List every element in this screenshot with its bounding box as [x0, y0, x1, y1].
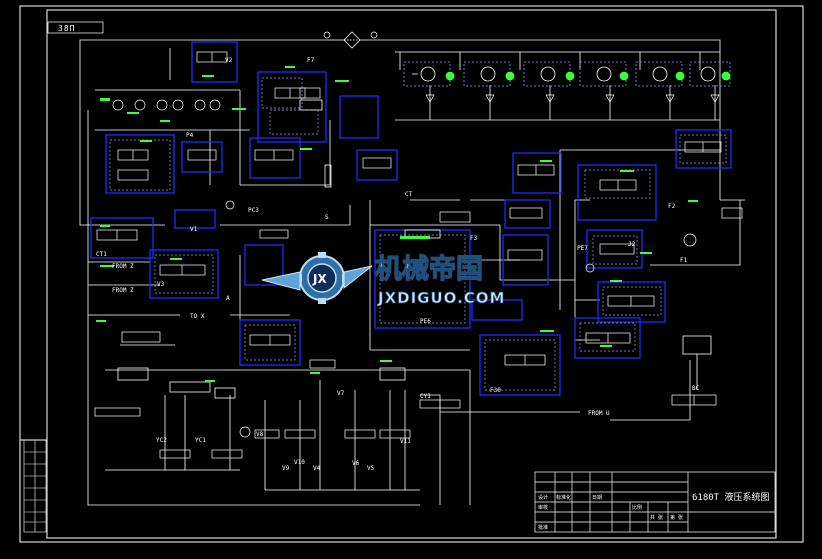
pump-group: [403, 61, 731, 103]
drawing-code: 38Π: [58, 24, 75, 33]
label-s: S: [325, 214, 329, 221]
filter-symbol: [343, 31, 361, 49]
label-a: A: [226, 295, 230, 302]
label-yc1: YC1: [195, 437, 206, 444]
pump-unit: [579, 61, 629, 87]
label-j2: J2: [628, 241, 636, 248]
label-f2: F2: [668, 203, 676, 210]
pump-unit: [463, 61, 515, 87]
label-f3: F3: [470, 235, 478, 242]
label-ct: CT: [405, 191, 413, 198]
tb-cell-designer: 设计: [538, 494, 548, 501]
title-block-text: 设计 审核 标准化 批准 日期 比例 共 张 第 张 6180T 液压系统图: [538, 491, 770, 531]
pump-unit: [689, 61, 731, 87]
margin-stamp-table: [23, 439, 47, 533]
watermark: JX 机械帝国 JXDIGUO.COM: [261, 252, 505, 307]
drawing-title: 6180T 液压系统图: [692, 491, 770, 503]
tb-cell-date: 日期: [592, 495, 602, 501]
label-from-z-1: FROM Z: [112, 263, 134, 270]
title-block: [534, 471, 776, 533]
label-v8: V8: [256, 431, 264, 438]
label-bc: BC: [692, 385, 700, 392]
label-yc2: YC2: [156, 437, 167, 444]
label-v10: V10: [294, 459, 305, 466]
diagram-labels: FROM Z FROM Z TO X FROM U PE6 PE7 PC3 P4…: [96, 57, 700, 472]
label-v3: V3: [157, 281, 165, 288]
label-ct1: CT1: [96, 251, 107, 258]
label-cy1: CY1: [420, 393, 431, 400]
tb-cell-sheet: 第 张: [670, 514, 683, 521]
tb-cell-approve: 批准: [538, 524, 548, 531]
pump-unit: [403, 61, 455, 87]
watermark-badge: JX: [312, 272, 327, 286]
tb-cell-checker: 审核: [538, 504, 548, 511]
label-v2: V2: [225, 57, 233, 64]
label-v6: V6: [352, 460, 360, 467]
component-boxes: [90, 41, 732, 396]
tb-cell-total: 共 张: [650, 514, 663, 521]
label-pe7: PE7: [577, 245, 588, 252]
main-pipelines: [79, 39, 745, 506]
watermark-en: JXDIGUO.COM: [377, 289, 505, 307]
label-v4: V4: [313, 465, 321, 472]
label-v9: V9: [282, 465, 290, 472]
label-p4: P4: [186, 132, 194, 139]
cylinders: [117, 99, 712, 399]
watermark-cn: 机械帝国: [375, 253, 483, 285]
label-f7: F7: [307, 57, 315, 64]
label-to-x: TO X: [190, 313, 205, 320]
watermark-gear-icon: JX: [261, 252, 373, 304]
label-pc3: PC3: [248, 207, 259, 214]
label-pe6: PE6: [420, 318, 431, 325]
gauges-and-motors: [112, 31, 697, 438]
pump-unit: [523, 61, 575, 87]
label-f1: F1: [680, 257, 688, 264]
label-from-u: FROM U: [588, 410, 610, 417]
label-v11: V11: [400, 438, 411, 445]
drawing-code-box: 38Π: [47, 21, 104, 34]
tb-cell-scale: 比例: [632, 504, 642, 511]
green-annotations: [96, 66, 698, 382]
label-v7: V7: [337, 390, 345, 397]
pump-unit: [635, 61, 685, 87]
valve-spools: [94, 51, 743, 459]
dashed-frames: [109, 77, 727, 391]
label-from-z-2: FROM Z: [112, 287, 134, 294]
tb-cell-standard: 标准化: [556, 494, 571, 501]
label-v1: V1: [190, 226, 198, 233]
label-v5: V5: [367, 465, 375, 472]
label-f30: F30: [490, 387, 501, 394]
